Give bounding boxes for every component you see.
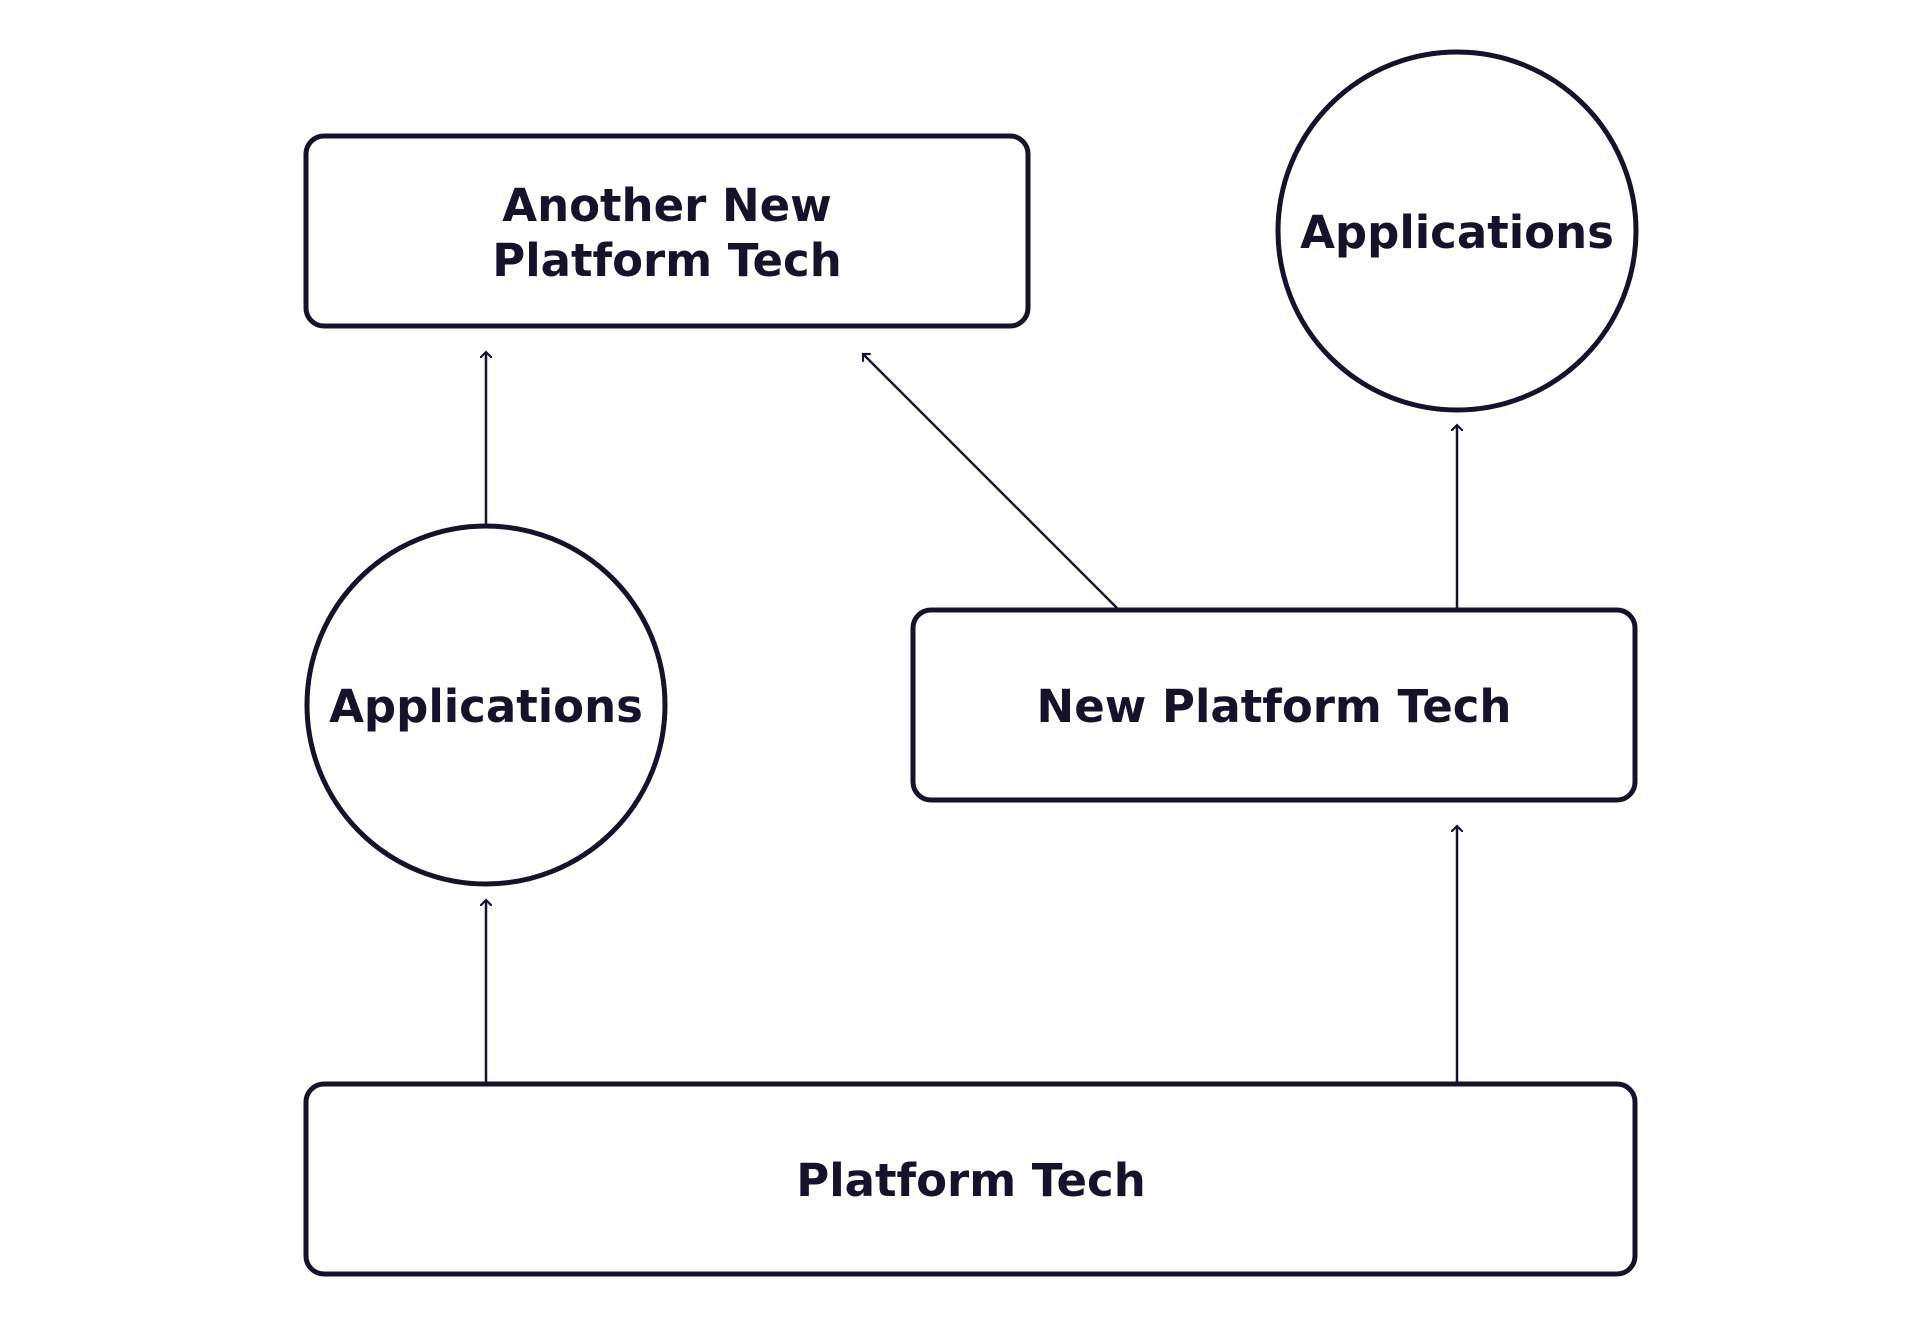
- node-another-new-platform-tech-line-1: Another New: [502, 179, 831, 232]
- node-new-platform-tech: New Platform Tech: [910, 607, 1638, 803]
- node-applications-top-label: Applications: [1300, 206, 1614, 259]
- node-platform-tech-label: Platform Tech: [796, 1154, 1145, 1207]
- node-platform-tech: Platform Tech: [303, 1081, 1638, 1277]
- node-another-new-platform-tech: Another New Platform Tech: [303, 133, 1031, 329]
- node-new-platform-tech-label: New Platform Tech: [1037, 680, 1512, 733]
- node-applications-left: Applications: [304, 523, 668, 887]
- node-another-new-platform-tech-line-2: Platform Tech: [492, 234, 841, 287]
- node-applications-left-label: Applications: [329, 680, 643, 733]
- edge-new-platform-tech-to-another-new-platform-tech: [863, 354, 1118, 609]
- node-applications-top: Applications: [1275, 49, 1639, 413]
